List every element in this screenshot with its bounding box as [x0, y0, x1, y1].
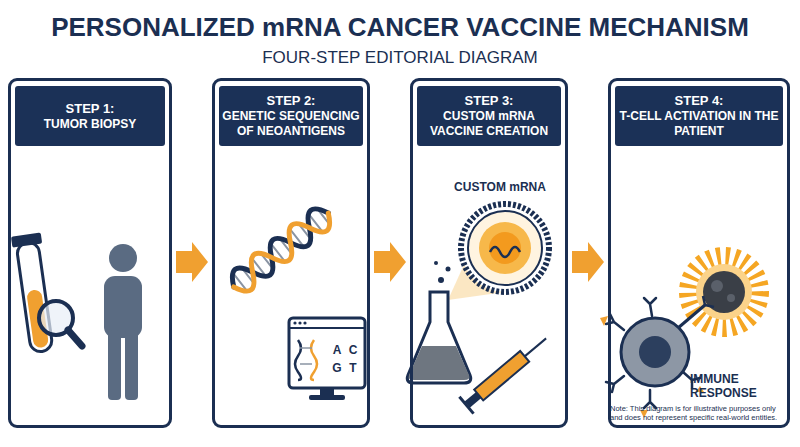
dna-helix: [226, 203, 337, 297]
base-letter: C: [346, 343, 360, 357]
step-panel: STEP 3:CUSTOM mRNA VACCINE CREATION: [410, 78, 568, 428]
patient-figure: [104, 244, 142, 400]
step-header: STEP 3:CUSTOM mRNA VACCINE CREATION: [417, 86, 561, 146]
diagram-title: PERSONALIZED mRNA CANCER VACCINE MECHANI…: [0, 12, 800, 42]
step-header: STEP 2:GENETIC SEQUENCING OF NEOANTIGENS: [219, 86, 363, 146]
illustration-label: CUSTOM mRNA: [440, 180, 560, 194]
syringe: [459, 330, 553, 414]
step-title: CUSTOM mRNA VACCINE CREATION: [418, 109, 560, 139]
sequencing-monitor: [289, 318, 365, 400]
step-panel: STEP 1:TUMOR BIOPSY: [8, 78, 172, 428]
lipid-nanoparticle: [461, 204, 549, 292]
step-title: GENETIC SEQUENCING OF NEOANTIGENS: [220, 109, 362, 139]
subtitle: FOUR-STEP EDITORIAL DIAGRAM: [0, 48, 800, 68]
flow-arrow: [572, 242, 604, 282]
step-header: STEP 1:TUMOR BIOPSY: [15, 86, 165, 146]
step-number: STEP 4:: [616, 93, 782, 109]
step-number: STEP 3:: [418, 93, 560, 109]
base-letter: T: [346, 361, 360, 375]
lab-flask: [407, 261, 471, 383]
flow-arrow: [176, 242, 208, 282]
magnifier: [39, 301, 82, 346]
step-number: STEP 2:: [220, 93, 362, 109]
base-letter: A: [330, 343, 344, 357]
disclaimer-note: Note: This diagram is for illustrative p…: [610, 404, 788, 422]
flow-arrow: [374, 242, 406, 282]
base-letter: G: [330, 361, 344, 375]
step-panel: STEP 2:GENETIC SEQUENCING OF NEOANTIGENS: [212, 78, 370, 428]
illustration-label: IMMUNE RESPONSE: [690, 372, 780, 401]
tumor-burst: [688, 256, 760, 328]
step-title: TUMOR BIOPSY: [16, 117, 164, 132]
step-header: STEP 4:T-CELL ACTIVATION IN THE PATIENT: [615, 86, 783, 146]
step-number: STEP 1:: [16, 101, 164, 117]
step-title: T-CELL ACTIVATION IN THE PATIENT: [616, 109, 782, 139]
